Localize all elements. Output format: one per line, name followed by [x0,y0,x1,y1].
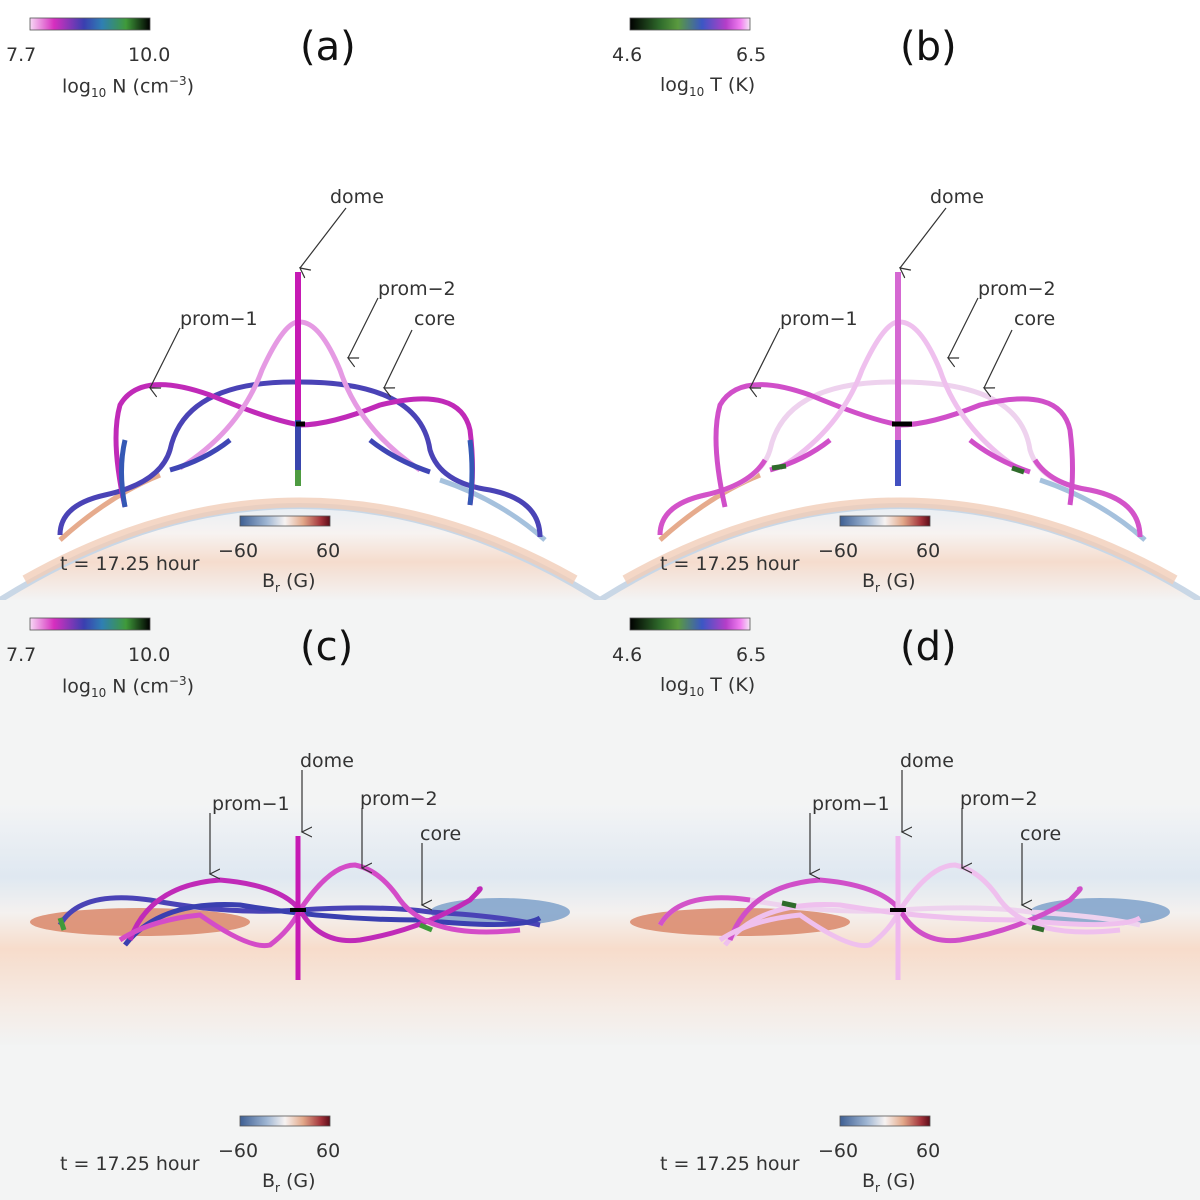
br-max: 60 [916,540,941,562]
annotation-core: core [1014,308,1056,330]
annotation-core: core [420,823,462,845]
br-max: 60 [916,1140,941,1162]
annotation-prom1: prom−1 [780,308,858,330]
annotation-prom1: prom−1 [212,793,290,815]
panel-d: (d) 4.6 6.5 log10 T (K) dome prom−1 prom… [600,600,1200,1200]
br-title: Br (G) [862,570,916,595]
density-colorbar [29,617,151,631]
br-colorbar [239,515,331,527]
panel-b-scene [600,17,1200,600]
panel-d-scene [600,600,1200,1200]
br-min: −60 [818,540,859,562]
colorbar-min: 7.7 [6,644,37,666]
temperature-colorbar [629,617,751,631]
core-arrow [984,329,1013,388]
br-max: 60 [316,540,341,562]
colorbar-min: 7.7 [6,44,37,66]
time-stamp: t = 17.25 hour [660,553,800,575]
colorbar-title: log10 N (cm−3) [62,674,195,701]
br-colorbar [239,1115,331,1127]
prom1-arrow [150,327,181,388]
density-colorbar [29,17,151,31]
colorbar-title: log10 N (cm−3) [62,74,195,101]
annotation-prom1: prom−1 [812,793,890,815]
annotation-dome: dome [930,186,984,208]
br-title: Br (G) [262,1170,316,1195]
br-title: Br (G) [262,570,316,595]
annotation-prom2: prom−2 [360,788,438,810]
colorbar-title: log10 T (K) [660,74,756,99]
br-colorbar [839,1115,931,1127]
br-min: −60 [218,540,259,562]
colorbar-max: 6.5 [736,644,767,666]
panel-c: (c) 7.7 10.0 log10 N (cm−3) dome prom−1 … [0,600,600,1200]
annotation-dome: dome [900,750,954,772]
prom1-field-line [727,877,1083,944]
colorbar-max: 10.0 [128,44,171,66]
time-stamp: t = 17.25 hour [60,553,200,575]
annotation-prom1: prom−1 [180,308,258,330]
colorbar-min: 4.6 [612,644,643,666]
br-colorbar [839,515,931,527]
temperature-colorbar [629,17,751,31]
solar-band [622,497,1178,585]
colorbar-title: log10 T (K) [660,674,756,699]
colorbar-min: 4.6 [612,44,643,66]
br-min: −60 [218,1140,259,1162]
panel-a: (a) 7.7 10.0 log10 N (cm−3) dome prom−1 … [0,0,600,600]
solar-band [22,497,578,585]
panel-label: (a) [300,24,356,70]
panel-label: (b) [900,24,957,70]
annotation-core: core [414,308,456,330]
dome-arrow [900,207,947,268]
br-max: 60 [316,1140,341,1162]
dome-arrow [300,207,347,268]
negative-polarity [439,477,547,542]
panel-label: (d) [900,624,957,670]
annotation-dome: dome [300,750,354,772]
prom2-arrow [948,297,979,358]
colorbar-max: 6.5 [736,44,767,66]
negative-polarity [1039,477,1147,542]
panel-label: (c) [300,624,354,670]
colorbar-max: 10.0 [128,644,171,666]
annotation-prom2: prom−2 [378,278,456,300]
prom1-arrow [750,327,781,388]
br-min: −60 [818,1140,859,1162]
panel-b: (b) 4.6 6.5 log10 T (K) dome prom−1 prom… [600,0,1200,600]
annotation-prom2: prom−2 [960,788,1038,810]
panel-c-scene [0,600,600,1200]
annotation-dome: dome [330,186,384,208]
time-stamp: t = 17.25 hour [60,1153,200,1175]
core-arrow [384,329,413,388]
time-stamp: t = 17.25 hour [660,1153,800,1175]
annotation-core: core [1020,823,1062,845]
br-title: Br (G) [862,1170,916,1195]
panel-a-scene [0,17,600,600]
prom1-field-line [127,877,483,944]
annotation-prom2: prom−2 [978,278,1056,300]
prom2-arrow [348,297,379,358]
